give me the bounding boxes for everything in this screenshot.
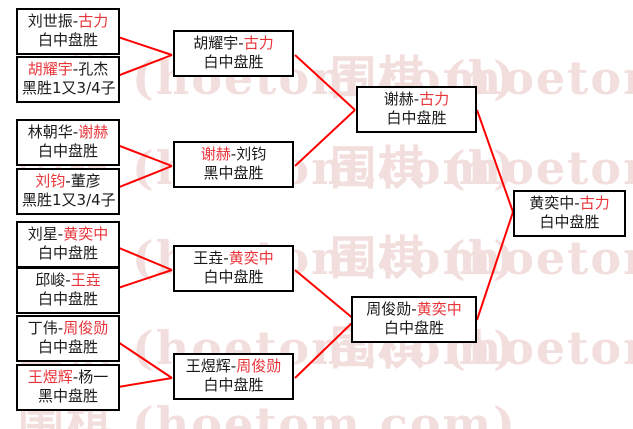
- player-right: 周俊勋: [236, 357, 282, 375]
- player-left: 刘星: [27, 225, 58, 243]
- separator: -: [411, 300, 417, 318]
- match-box-r1m6[interactable]: 邱峻-王垚 白中盘胜: [16, 267, 120, 314]
- match-box-r2m4[interactable]: 王煜辉-周俊勋 白中盘胜: [173, 353, 294, 400]
- match-result: 黑胜1又3/4子: [22, 79, 116, 97]
- player-right: 古力: [579, 194, 610, 212]
- match-players: 黄奕中-古力: [519, 194, 620, 213]
- match-result: 白中盘胜: [386, 109, 447, 127]
- match-result: 白中盘胜: [37, 31, 98, 49]
- match-box-r2m1[interactable]: 胡耀宇-古力 白中盘胜: [173, 30, 294, 77]
- match-players: 刘星-黄奕中: [22, 225, 114, 244]
- player-right: 黄奕中: [63, 225, 109, 243]
- player-left: 胡耀宇: [27, 60, 73, 78]
- match-players: 丁伟-周俊勋: [22, 319, 114, 338]
- match-box-r1m4[interactable]: 刘钧-董彦 黑胜1又3/4子: [16, 168, 120, 215]
- separator: -: [72, 60, 79, 78]
- match-box-r2m2[interactable]: 谢赫-刘钧 黑中盘胜: [173, 141, 294, 188]
- separator: -: [57, 225, 64, 243]
- player-right: 古力: [419, 90, 450, 108]
- match-players: 周俊勋-黄奕中: [357, 300, 471, 319]
- player-right: 黄奕中: [416, 300, 462, 318]
- player-left: 黄奕中: [529, 194, 575, 212]
- match-result: 白中盘胜: [37, 338, 98, 356]
- match-result: 白中盘胜: [37, 290, 98, 308]
- match-players: 胡耀宇-孔杰: [22, 60, 114, 79]
- match-box-final[interactable]: 黄奕中-古力 白中盘胜: [513, 190, 626, 237]
- match-box-r1m2[interactable]: 胡耀宇-孔杰 黑胜1又3/4子: [16, 56, 120, 103]
- separator: -: [65, 271, 71, 289]
- player-right: 古力: [243, 34, 274, 52]
- match-players: 胡耀宇-古力: [179, 34, 288, 53]
- player-left: 谢赫: [383, 90, 414, 108]
- player-right: 黄奕中: [228, 249, 274, 267]
- player-right: 谢赫: [78, 123, 109, 141]
- match-players: 王煜辉-周俊勋: [179, 357, 288, 376]
- match-box-r1m3[interactable]: 林朝华-谢赫 白中盘胜: [16, 119, 120, 166]
- match-box-r1m5[interactable]: 刘星-黄奕中 白中盘胜: [16, 221, 120, 268]
- player-left: 邱峻: [35, 271, 66, 289]
- match-players: 刘钧-董彦: [22, 172, 114, 191]
- match-result: 白中盘胜: [203, 268, 264, 286]
- match-result: 黑中盘胜: [203, 164, 264, 182]
- match-result: 白中盘胜: [37, 142, 98, 160]
- match-box-r1m8[interactable]: 王煜辉-杨一 黑中盘胜: [16, 364, 120, 411]
- separator: -: [413, 90, 420, 108]
- match-result: 黑胜1又3/4子: [22, 191, 116, 209]
- player-right: 杨一: [78, 368, 109, 386]
- player-left: 刘世振: [27, 12, 73, 30]
- player-right: 古力: [78, 12, 109, 30]
- match-result: 白中盘胜: [383, 319, 444, 337]
- match-players: 刘世振-古力: [22, 12, 114, 31]
- match-box-r3m2[interactable]: 周俊勋-黄奕中 白中盘胜: [351, 296, 477, 343]
- separator: -: [72, 368, 79, 386]
- player-left: 丁伟: [27, 319, 58, 337]
- player-right: 孔杰: [78, 60, 109, 78]
- match-box-r1m1[interactable]: 刘世振-古力 白中盘胜: [16, 8, 120, 55]
- player-left: 刘钧: [35, 172, 66, 190]
- match-result: 黑中盘胜: [37, 387, 98, 405]
- player-right: 董彦: [70, 172, 101, 190]
- player-right: 王垚: [70, 271, 101, 289]
- separator: -: [72, 12, 79, 30]
- player-left: 胡耀宇: [193, 34, 239, 52]
- player-right: 周俊勋: [63, 319, 109, 337]
- match-result: 白中盘胜: [37, 244, 98, 262]
- separator: -: [72, 123, 79, 141]
- player-left: 王煜辉: [185, 357, 231, 375]
- match-box-r2m3[interactable]: 王垚-黄奕中 白中盘胜: [173, 245, 294, 292]
- match-box-r1m7[interactable]: 丁伟-周俊勋 白中盘胜: [16, 315, 120, 362]
- separator: -: [574, 194, 580, 212]
- player-left: 王煜辉: [27, 368, 73, 386]
- player-left: 王垚: [193, 249, 224, 267]
- separator: -: [230, 357, 237, 375]
- separator: -: [223, 249, 229, 267]
- match-players: 王煜辉-杨一: [22, 368, 114, 387]
- separator: -: [238, 34, 244, 52]
- match-players: 邱峻-王垚: [22, 271, 114, 290]
- match-box-r3m1[interactable]: 谢赫-古力 白中盘胜: [356, 86, 477, 133]
- separator: -: [230, 145, 237, 163]
- match-result: 白中盘胜: [539, 213, 600, 231]
- player-left: 周俊勋: [366, 300, 412, 318]
- player-left: 林朝华: [27, 123, 73, 141]
- match-players: 谢赫-古力: [362, 90, 471, 109]
- match-players: 谢赫-刘钧: [179, 145, 288, 164]
- separator: -: [65, 172, 71, 190]
- match-players: 林朝华-谢赫: [22, 123, 114, 142]
- match-result: 白中盘胜: [203, 376, 264, 394]
- player-left: 谢赫: [200, 145, 231, 163]
- match-result: 白中盘胜: [203, 53, 264, 71]
- player-right: 刘钧: [236, 145, 267, 163]
- separator: -: [57, 319, 64, 337]
- match-players: 王垚-黄奕中: [179, 249, 288, 268]
